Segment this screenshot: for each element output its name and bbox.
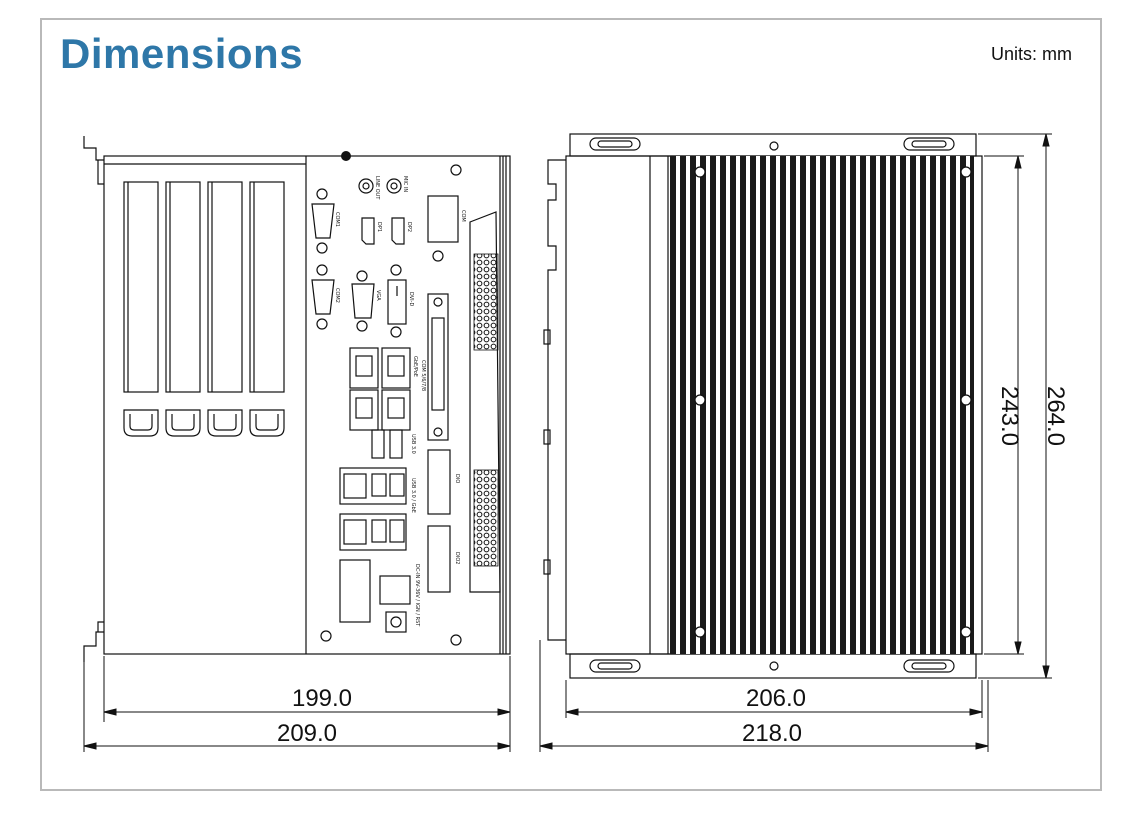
- label-power: DC-IN 9V-36V / IGN / RST: [414, 564, 420, 627]
- label-gbe: GbE/PoE: [412, 356, 418, 377]
- front-chassis-outline: [103, 155, 511, 655]
- vga-port: [351, 270, 375, 332]
- label-com2: COM2: [334, 288, 340, 303]
- label-dp1: DP1: [376, 222, 382, 232]
- expansion-slots: [123, 181, 285, 437]
- front-vent-bracket: [469, 211, 501, 593]
- dim-side-206: 206.0: [746, 685, 806, 712]
- heatsink-screws: [694, 166, 972, 638]
- page-title: Dimensions: [60, 30, 304, 77]
- label-dp2: DP2: [406, 222, 412, 232]
- label-mic-in: MIC IN: [402, 176, 408, 192]
- usb3-port-b: [389, 429, 403, 459]
- dip-switch-block: [339, 559, 371, 623]
- label-usb3-lan: USB 3.0 / GbE: [410, 478, 416, 513]
- dio-connector-2: [427, 525, 451, 593]
- dim-front-209: 209.0: [277, 720, 337, 747]
- front-vent-top: [473, 253, 499, 351]
- power-button: [385, 611, 407, 633]
- front-view: [83, 136, 511, 662]
- line-out-jack: [358, 178, 374, 194]
- label-dio2: DIO2: [454, 552, 460, 564]
- dp1-port: [361, 217, 375, 245]
- com-5-8-module: [427, 293, 449, 441]
- label-line-out: LINE OUT: [374, 176, 380, 200]
- port-labels: COM1 COM2 VGA DVI-D DP1 DP2 LINE OUT MIC…: [334, 176, 466, 627]
- label-com-5-8: COM 5/6/7/8: [420, 360, 426, 391]
- label-dvid: DVI-D: [408, 292, 414, 306]
- label-vga: VGA: [375, 290, 381, 301]
- lan-usb-block-2: [339, 513, 407, 551]
- label-dio1: DIO: [454, 474, 460, 483]
- units-label: Units: mm: [991, 44, 1072, 64]
- com-slot-cover: [427, 195, 459, 243]
- front-top-knob: [341, 151, 351, 161]
- dim-front-199: 199.0: [292, 685, 352, 712]
- heatsink-fins: [670, 156, 974, 654]
- dp2-port: [391, 217, 405, 245]
- dio-connector-1: [427, 449, 451, 515]
- com-port-2: [311, 264, 335, 330]
- side-ear-bottom: [569, 653, 977, 679]
- dvi-port: [387, 264, 407, 338]
- label-com1: COM1: [334, 212, 340, 227]
- label-usb3-top: USB 3.0: [410, 434, 416, 454]
- dim-side-218: 218.0: [742, 720, 802, 747]
- mic-in-jack: [386, 178, 402, 194]
- dimension-lines: [83, 133, 1052, 752]
- dim-side-264: 264.0: [1042, 386, 1069, 446]
- usb3-port-a: [371, 429, 385, 459]
- gbe-poe-ports: [349, 347, 411, 431]
- com-port-1: [311, 188, 335, 254]
- front-bracket-top: [83, 136, 104, 161]
- side-left-stubs: [547, 159, 566, 641]
- front-bracket-bottom: [83, 631, 104, 662]
- side-ear-top: [569, 133, 977, 157]
- dim-side-243: 243.0: [996, 386, 1023, 446]
- front-vent-bottom: [473, 469, 499, 567]
- power-terminal: [379, 575, 411, 605]
- label-com-slot: COM: [460, 210, 466, 222]
- lan-usb-block-1: [339, 467, 407, 505]
